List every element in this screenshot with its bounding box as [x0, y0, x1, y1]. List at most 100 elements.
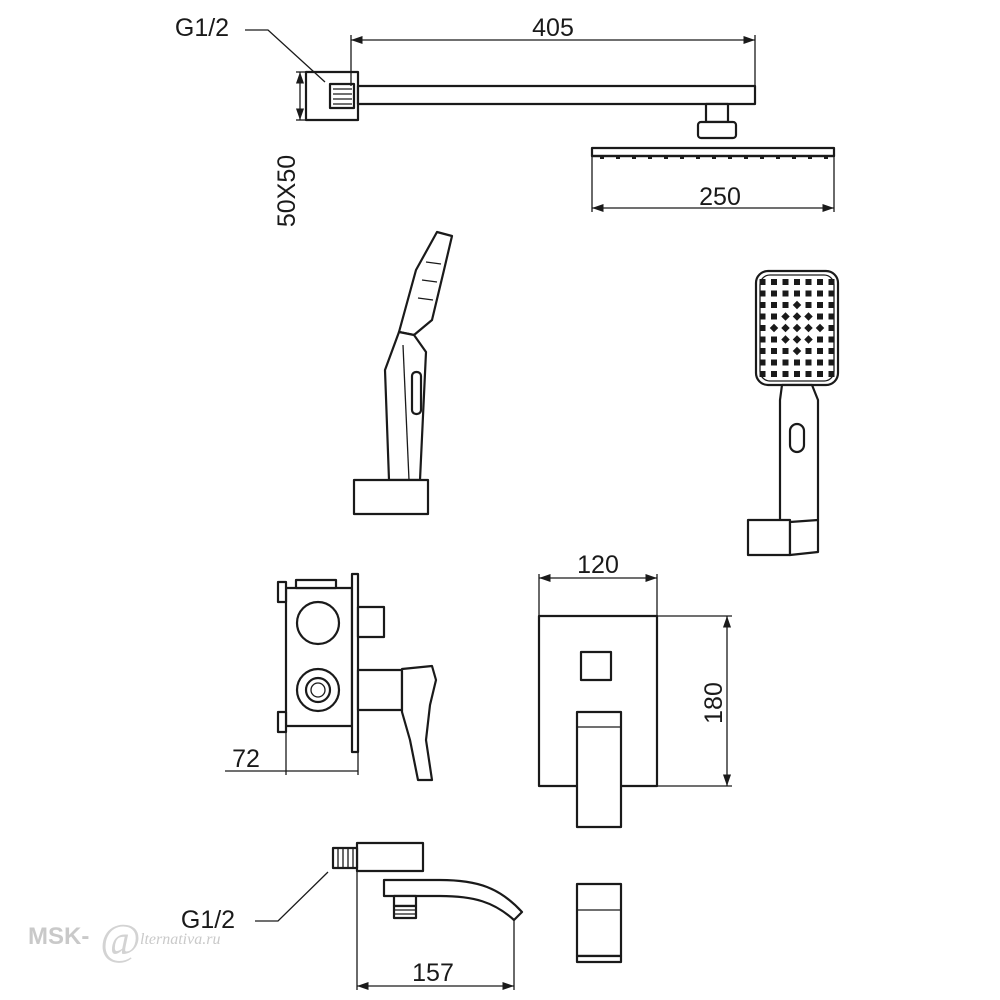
- nozzle-mark: [817, 279, 823, 285]
- nozzle-mark: [781, 335, 790, 344]
- nozzle-mark: [817, 371, 823, 377]
- nozzle-mark: [616, 156, 620, 159]
- nozzle-mark: [805, 302, 812, 308]
- arm-length-label: 405: [532, 14, 574, 42]
- nozzle-mark: [828, 325, 835, 331]
- nozzle-mark: [828, 371, 835, 377]
- nozzle-mark: [828, 279, 835, 285]
- dimension-mixer-width: 120: [538, 551, 658, 616]
- inlet-bottom-label: G1/2: [181, 906, 235, 934]
- nozzle-mark: [648, 156, 652, 159]
- nozzle-mark: [828, 302, 835, 308]
- nozzle-mark: [759, 313, 766, 320]
- nozzle-mark: [771, 279, 777, 285]
- nozzle-mark: [794, 371, 800, 377]
- spout-front-view: [575, 882, 623, 964]
- box-depth-label: 72: [232, 745, 260, 773]
- nozzle-mark: [776, 156, 780, 159]
- nozzle-mark: [808, 156, 812, 159]
- nozzle-mark: [828, 290, 835, 297]
- nozzle-mark: [828, 359, 835, 366]
- nozzle-mark: [792, 346, 802, 356]
- nozzle-mark: [771, 290, 777, 297]
- nozzle-mark: [600, 156, 604, 159]
- concealed-box-side-view: [276, 572, 438, 782]
- nozzle-mark: [804, 323, 813, 333]
- nozzle-mark: [771, 359, 777, 366]
- nozzle-mark: [794, 279, 800, 285]
- nozzle-mark: [817, 313, 823, 320]
- nozzle-mark: [792, 156, 796, 159]
- nozzle-mark: [771, 302, 777, 308]
- nozzle-mark: [712, 156, 716, 159]
- hand-shower-side-view: [352, 230, 454, 516]
- overhead-shower-side-view: [304, 70, 836, 159]
- watermark-suffix: lternativa.ru: [140, 931, 220, 948]
- nozzle-mark: [817, 290, 823, 297]
- nozzle-mark: [805, 359, 812, 366]
- nozzle-mark: [782, 302, 789, 308]
- watermark-at-sign: @: [100, 915, 140, 964]
- nozzle-mark: [804, 312, 813, 321]
- inlet-top-label: G1/2: [175, 14, 229, 42]
- nozzle-mark: [782, 359, 789, 366]
- nozzle-mark: [759, 348, 766, 354]
- nozzle-mark: [782, 371, 789, 377]
- mixer-width-label: 120: [577, 551, 619, 579]
- nozzle-mark: [760, 156, 764, 159]
- nozzle-mark: [805, 371, 812, 377]
- dimension-arm-length: 405: [350, 14, 756, 86]
- dimension-mixer-height: 180: [657, 615, 732, 787]
- nozzle-mark: [828, 336, 835, 343]
- nozzle-mark: [771, 371, 777, 377]
- nozzle-mark: [771, 313, 777, 320]
- nozzle-mark: [664, 156, 668, 159]
- watermark: MSK- @ lternativa.ru: [28, 915, 220, 964]
- spout-side-view: [331, 841, 524, 922]
- nozzle-mark: [759, 336, 766, 343]
- nozzle-mark: [782, 348, 789, 354]
- nozzle-mark: [771, 348, 777, 354]
- nozzle-mark: [792, 300, 802, 310]
- nozzle-mark: [781, 323, 790, 333]
- nozzle-mark: [759, 302, 766, 308]
- nozzle-mark: [817, 302, 823, 308]
- nozzle-mark: [817, 348, 823, 354]
- nozzle-mark: [759, 371, 766, 377]
- wall-flange-label: 50X50: [273, 155, 301, 227]
- dimension-spout-length: 157: [356, 871, 515, 991]
- dimension-box-depth: 72: [225, 726, 359, 775]
- nozzle-mark: [632, 156, 636, 159]
- nozzle-mark: [781, 312, 790, 321]
- nozzle-mark: [792, 335, 802, 344]
- nozzle-mark: [769, 323, 779, 333]
- nozzle-mark: [782, 279, 789, 285]
- spout-length-label: 157: [412, 959, 454, 987]
- nozzle-mark: [828, 348, 835, 354]
- nozzle-mark: [817, 336, 823, 343]
- hand-shower-front-view: [746, 269, 840, 557]
- dimension-wall-flange: 50X50: [273, 71, 306, 227]
- watermark-prefix: MSK-: [28, 923, 89, 950]
- nozzle-mark: [792, 312, 802, 321]
- mixer-front-view: [537, 614, 659, 829]
- nozzle-mark: [759, 359, 766, 366]
- nozzle-mark: [805, 348, 812, 354]
- nozzle-mark: [759, 325, 766, 331]
- nozzle-mark: [794, 290, 800, 297]
- nozzle-mark: [744, 156, 748, 159]
- nozzle-mark: [696, 156, 700, 159]
- nozzle-mark: [824, 156, 828, 159]
- nozzle-mark: [804, 335, 813, 344]
- nozzle-mark: [815, 323, 825, 333]
- nozzle-mark: [759, 279, 766, 285]
- nozzle-mark: [680, 156, 684, 159]
- mixer-height-label: 180: [700, 682, 728, 724]
- nozzle-mark: [782, 290, 789, 297]
- dimension-inlet-top: G1/2: [175, 14, 326, 83]
- dimension-inlet-bottom: G1/2: [181, 871, 329, 934]
- nozzle-mark: [794, 359, 800, 366]
- dimension-head-width: 250: [591, 156, 835, 213]
- nozzle-mark: [759, 290, 766, 297]
